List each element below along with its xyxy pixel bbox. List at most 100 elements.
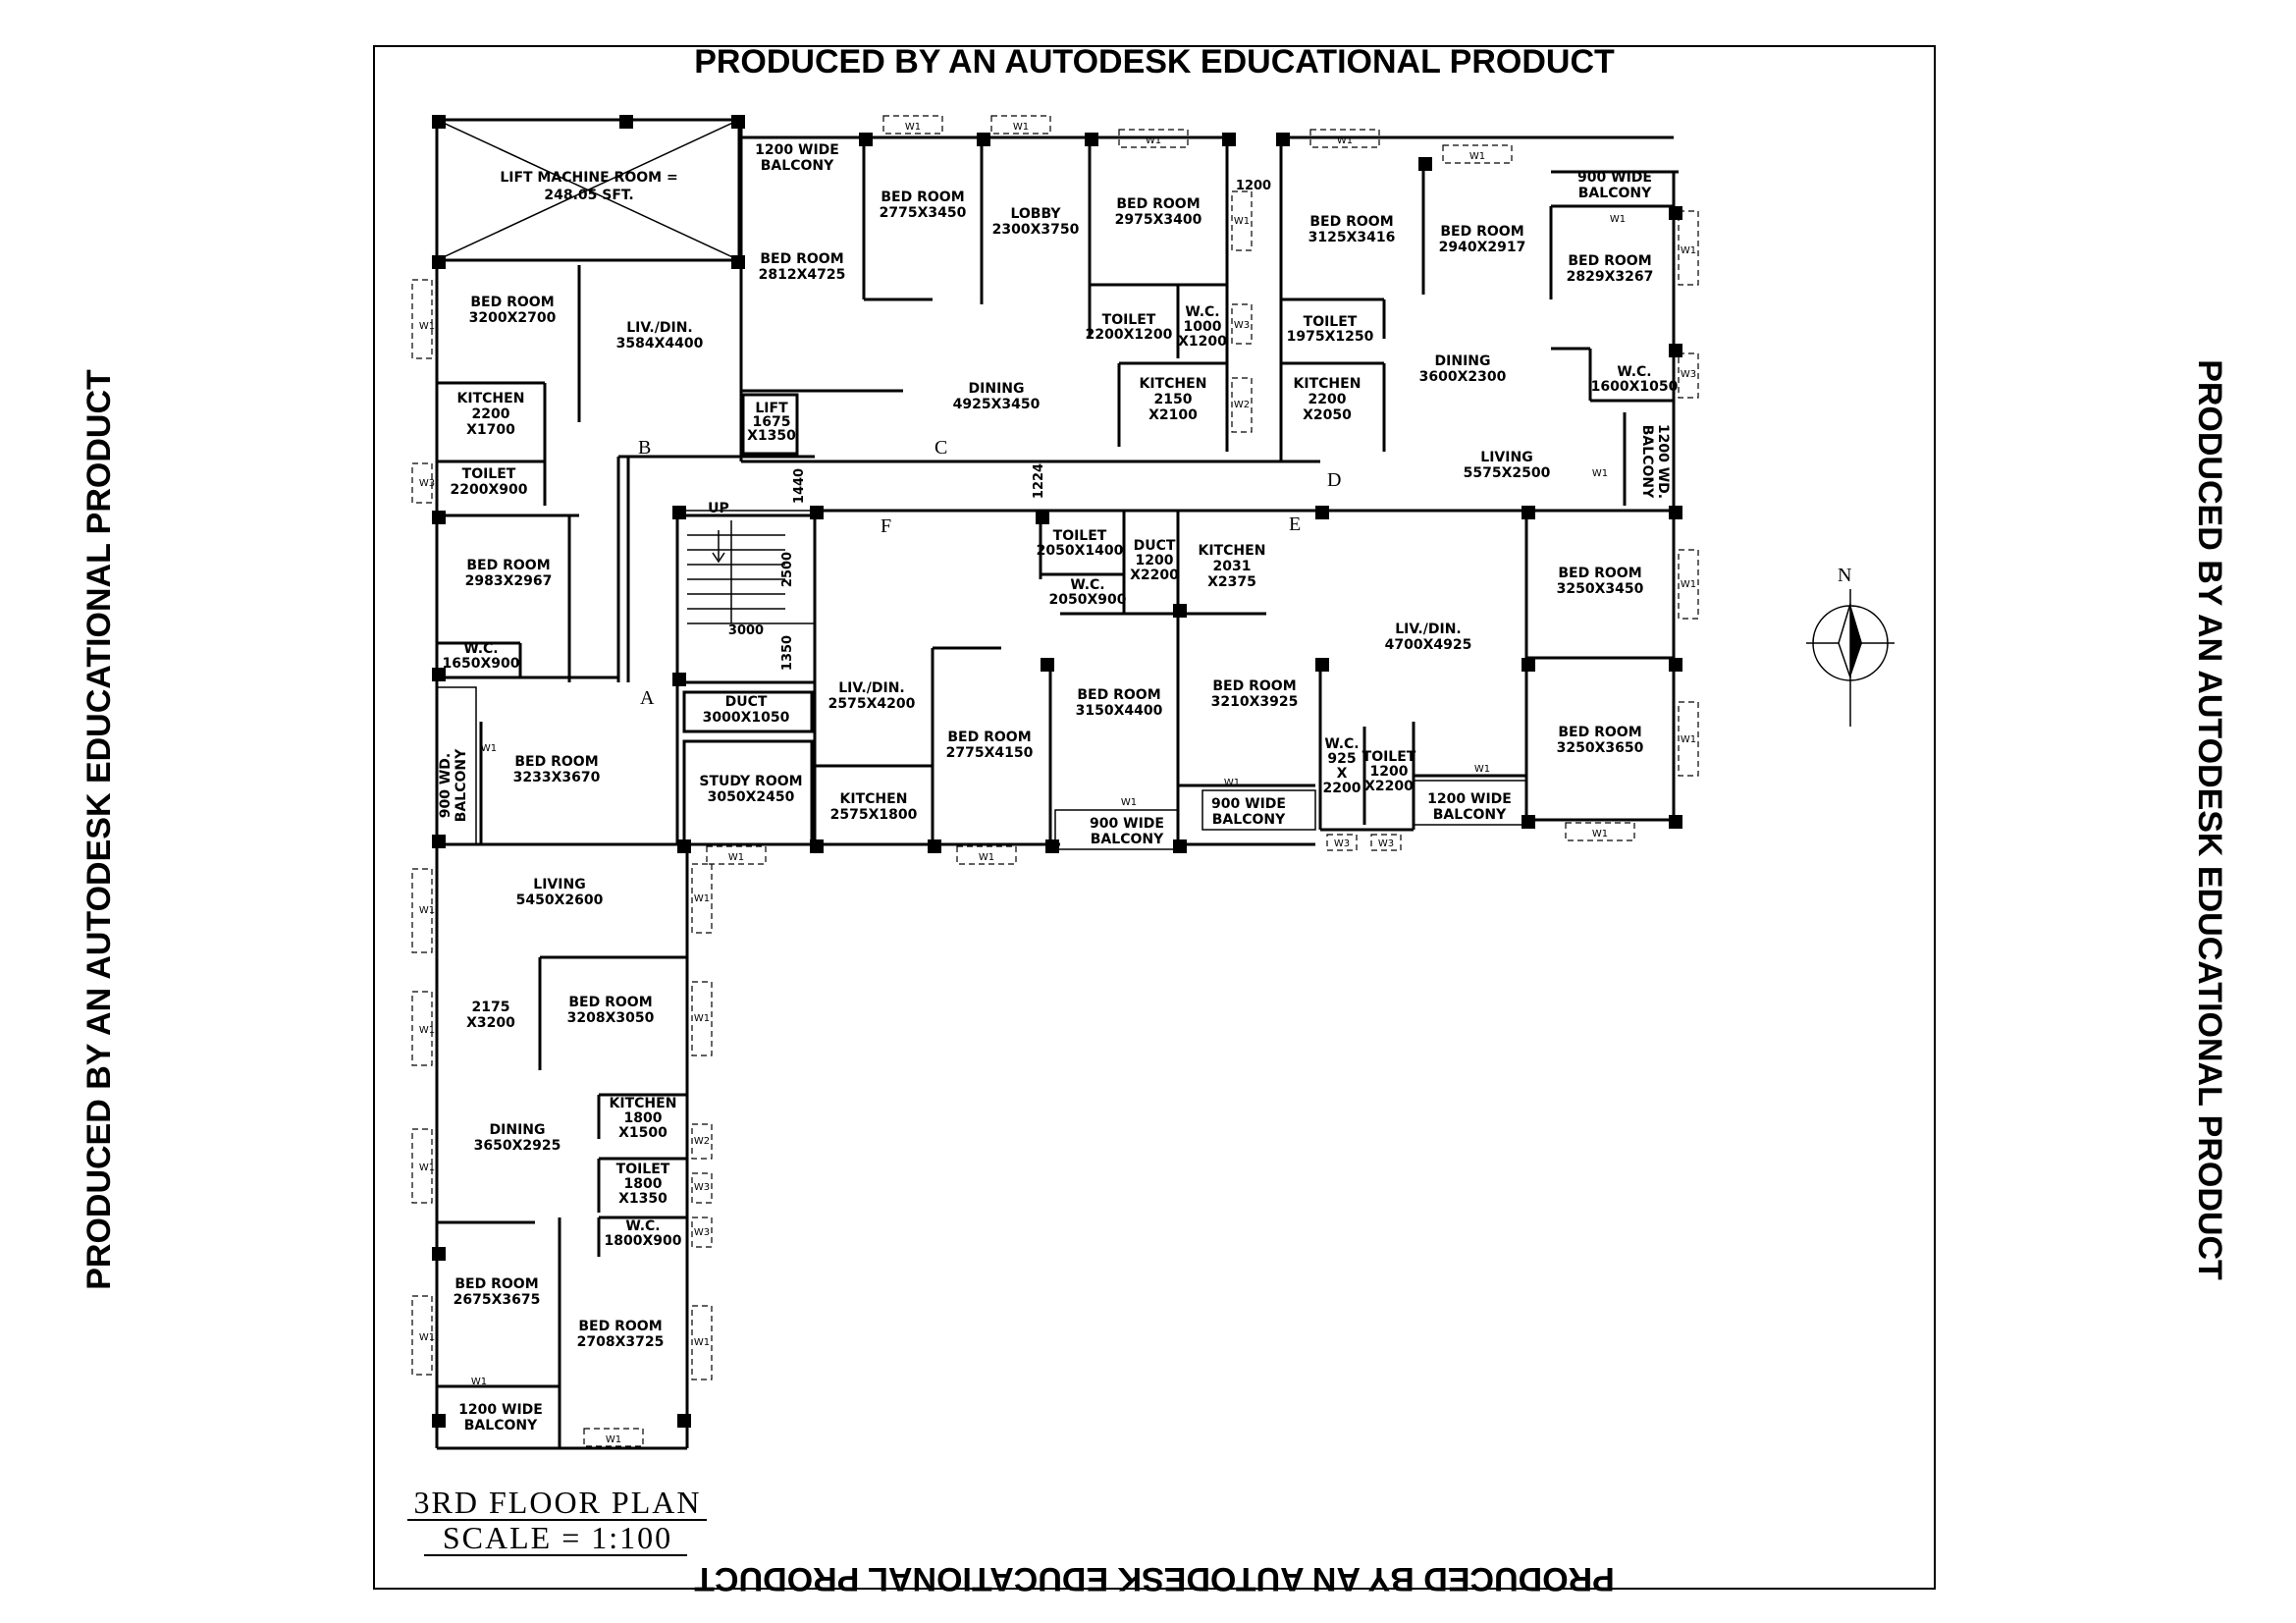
- stair-run-dim: 2500: [780, 552, 795, 587]
- room-wc-1800x900: W.C.1800X900: [605, 1218, 682, 1249]
- window-tags: W1 W1 W1 W1 W1 W1 W1 W1 W1 W1 W1 W1 W1 W…: [419, 122, 1696, 1445]
- svg-text:W3: W3: [1681, 369, 1696, 380]
- room-wc-2050x900: W.C.2050X900: [1049, 577, 1127, 608]
- columns: [432, 115, 1682, 1428]
- north-label: N: [1838, 565, 1851, 586]
- svg-text:W2: W2: [694, 1136, 710, 1147]
- grid-letter-a: A: [640, 687, 655, 709]
- watermark-right: PRODUCED BY AN AUTODESK EDUCATIONAL PROD…: [2191, 359, 2228, 1280]
- svg-text:W1: W1: [1681, 579, 1696, 590]
- room-liv-3584x4400: LIV./DIN.3584X4400: [616, 320, 704, 352]
- svg-text:W1: W1: [1224, 778, 1240, 788]
- grid-letter-b: B: [638, 437, 651, 459]
- svg-text:W1: W1: [728, 852, 744, 863]
- grid-letter-f: F: [881, 515, 891, 537]
- svg-text:W1: W1: [481, 743, 497, 754]
- stair-landing-dim: 1350: [780, 635, 795, 671]
- watermark-top: PRODUCED BY AN AUTODESK EDUCATIONAL PROD…: [694, 43, 1615, 81]
- svg-text:W1: W1: [1681, 734, 1696, 745]
- stair-treads: [687, 520, 815, 624]
- svg-text:W1: W1: [694, 893, 710, 904]
- svg-text:W3: W3: [1378, 839, 1394, 849]
- svg-text:W1: W1: [419, 1025, 435, 1036]
- north-arrow-icon: N: [1806, 565, 1895, 727]
- room-balcony-1200-wd: 1200 WD.BALCONY: [1639, 424, 1671, 499]
- svg-text:W1: W1: [979, 852, 994, 863]
- room-lift-machine: LIFT MACHINE ROOM =248.05 SFT.: [500, 170, 677, 203]
- room-wc-1600x1050: W.C.1600X1050: [1591, 364, 1679, 395]
- svg-text:W1: W1: [419, 321, 435, 332]
- grid-letters: A B C D E F: [638, 437, 1341, 709]
- plan-scale: SCALE = 1:100: [443, 1520, 672, 1555]
- svg-text:W3: W3: [694, 1227, 710, 1238]
- watermark-left: PRODUCED BY AN AUTODESK EDUCATIONAL PROD…: [80, 369, 118, 1290]
- svg-text:W1: W1: [1610, 214, 1626, 225]
- dim-1200: 1200: [1236, 179, 1271, 193]
- svg-text:W1: W1: [1592, 468, 1608, 479]
- grid-letter-d: D: [1327, 469, 1341, 491]
- svg-text:W3: W3: [419, 478, 435, 489]
- svg-text:W3: W3: [1234, 320, 1250, 331]
- drawing-title: 3RD FLOOR PLAN SCALE = 1:100: [407, 1485, 707, 1556]
- grid-letter-c: C: [934, 437, 947, 459]
- walls: [435, 118, 1679, 1450]
- svg-text:W1: W1: [419, 905, 435, 916]
- svg-text:W3: W3: [1334, 839, 1350, 849]
- svg-text:W1: W1: [694, 1337, 710, 1348]
- stair-up-label: UP: [708, 501, 729, 516]
- sheet-border: [373, 45, 1936, 1590]
- svg-text:W1: W1: [606, 1434, 621, 1445]
- svg-text:W1: W1: [905, 122, 921, 133]
- svg-text:W1: W1: [1681, 245, 1696, 256]
- svg-text:W1: W1: [1146, 135, 1161, 146]
- svg-text:W1: W1: [419, 1332, 435, 1343]
- grid-letter-e: E: [1289, 514, 1301, 535]
- svg-text:W3: W3: [694, 1182, 710, 1193]
- svg-text:W1: W1: [1121, 797, 1137, 808]
- svg-text:W1: W1: [1592, 829, 1608, 839]
- windows: [411, 115, 1699, 1447]
- room-labels: LIFT MACHINE ROOM =248.05 SFT. 1200 WIDE…: [438, 142, 1679, 1434]
- svg-text:W1: W1: [1337, 135, 1353, 146]
- svg-text:W1: W1: [1013, 122, 1029, 133]
